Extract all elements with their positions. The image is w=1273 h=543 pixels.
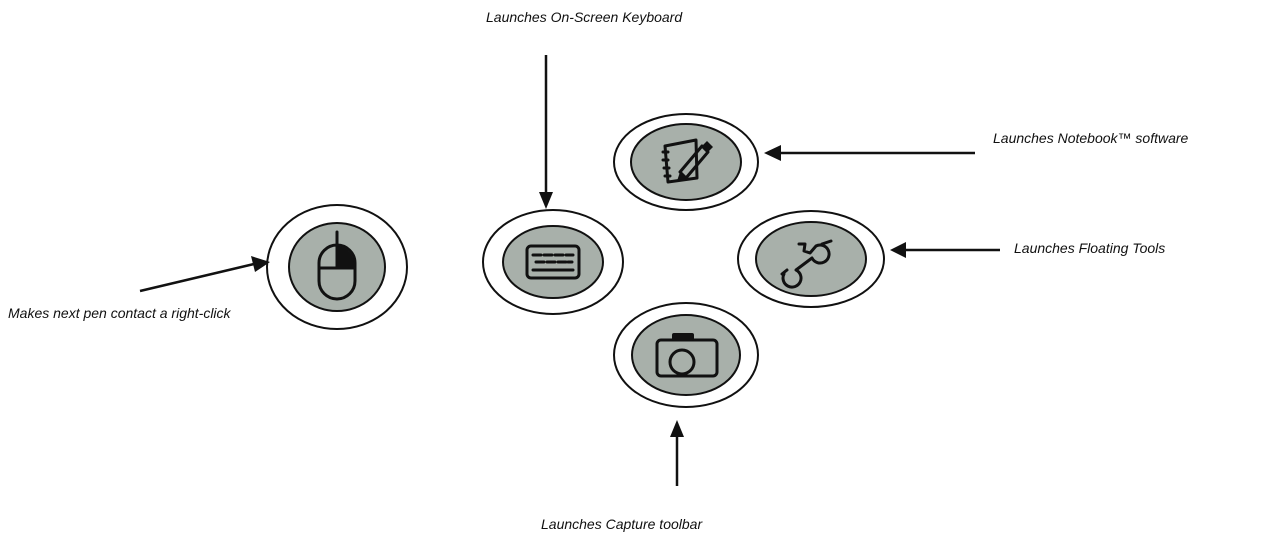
- arrow-capture: [670, 420, 684, 486]
- keyboard-button[interactable]: [482, 209, 624, 315]
- label-right-click: Makes next pen contact a right-click: [8, 305, 231, 321]
- right-click-button[interactable]: [266, 204, 408, 330]
- label-keyboard: Launches On-Screen Keyboard: [486, 9, 683, 25]
- capture-button[interactable]: [613, 302, 759, 408]
- arrow-floating-tools: [890, 242, 1000, 258]
- arrow-right-click: [139, 256, 270, 293]
- label-floating-tools: Launches Floating Tools: [1014, 240, 1166, 256]
- notebook-pen-icon: [661, 138, 713, 184]
- arrow-keyboard: [539, 55, 553, 209]
- arrow-notebook: [764, 145, 975, 161]
- label-capture: Launches Capture toolbar: [541, 516, 703, 532]
- camera-icon: [655, 333, 719, 378]
- floating-tools-button[interactable]: [737, 210, 885, 308]
- label-notebook: Launches Notebook™ software: [993, 130, 1189, 146]
- keyboard-icon: [525, 244, 581, 280]
- mouse-icon: [317, 230, 357, 301]
- wrench-icon: [780, 239, 833, 289]
- notebook-button[interactable]: [613, 113, 759, 211]
